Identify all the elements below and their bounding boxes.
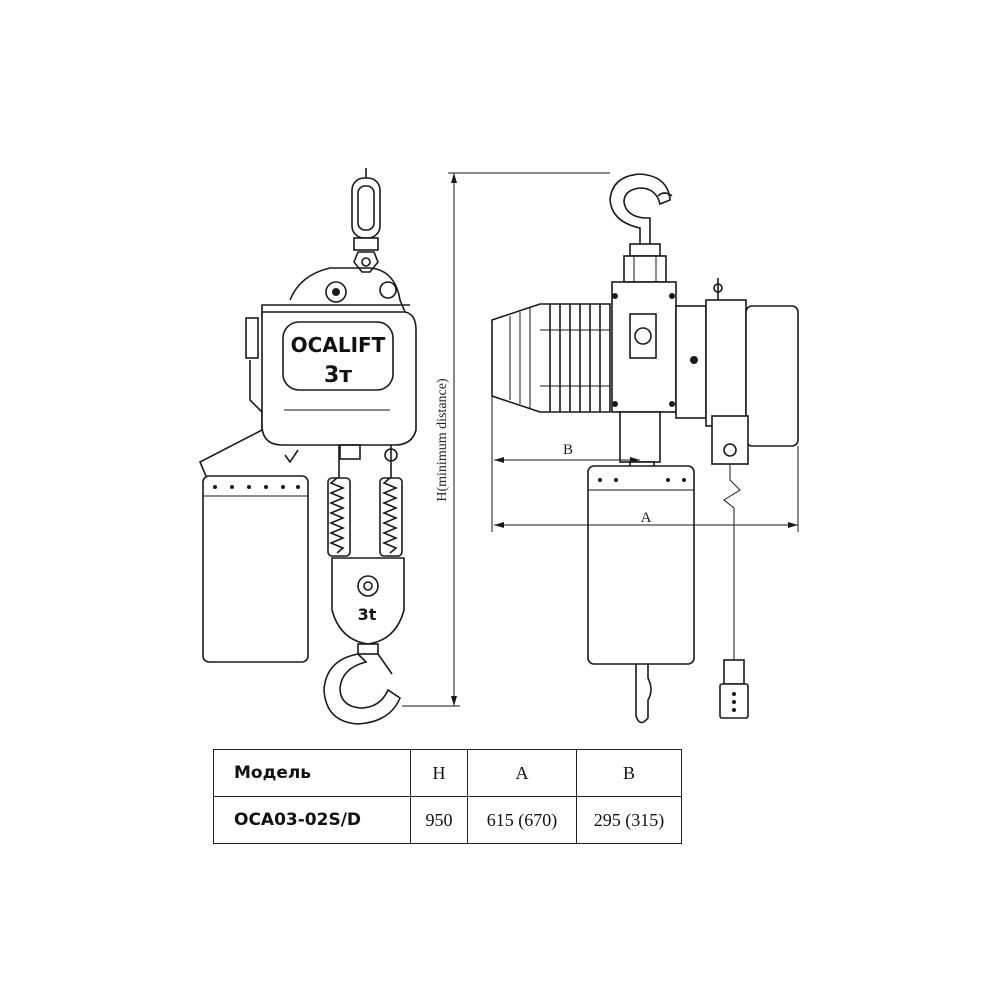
table-header-cell: B: [576, 749, 682, 797]
top-hook: [351, 168, 381, 273]
dim-b-label: B: [563, 442, 573, 458]
table-row: OCA03-02S/D 950 615 (670) 295 (315): [213, 796, 682, 844]
table-cell-model: OCA03-02S/D: [213, 796, 411, 844]
side-top-hook: [609, 173, 673, 283]
table-header-cell: Модель: [213, 749, 411, 797]
dim-h-label: H(minimum distance): [435, 378, 450, 502]
dim-a-label: A: [641, 510, 652, 526]
gearbox: [675, 278, 799, 447]
spec-table: Модель H A B OCA03-02S/D 950 615 (670) 2…: [213, 749, 682, 844]
hoist-body: OCALIFT 3т: [261, 311, 417, 460]
capacity-label: 3т: [324, 363, 352, 388]
table-cell-b: 295 (315): [576, 796, 682, 844]
bottom-hook-block: 3t: [323, 557, 405, 725]
dimension-h: H(minimum distance): [402, 172, 610, 707]
table-cell-h: 950: [410, 796, 468, 844]
table-cell-a: 615 (670): [467, 796, 577, 844]
table-header-row: Модель H A B: [213, 749, 682, 797]
dimension-a: A: [494, 446, 799, 532]
table-header-cell: H: [410, 749, 468, 797]
side-view: B A: [491, 173, 799, 724]
side-chain-bucket: [587, 465, 695, 665]
pendant-control: [719, 464, 749, 719]
dimension-b: B: [491, 396, 640, 532]
chain-bucket: [198, 429, 309, 663]
table-header-cell: A: [467, 749, 577, 797]
motor-housing: [491, 303, 611, 413]
hook-capacity-label: 3t: [358, 605, 377, 624]
brand-label: OCALIFT: [291, 333, 386, 357]
front-view: OCALIFT 3т: [198, 168, 417, 725]
chain-springs: [327, 445, 403, 557]
